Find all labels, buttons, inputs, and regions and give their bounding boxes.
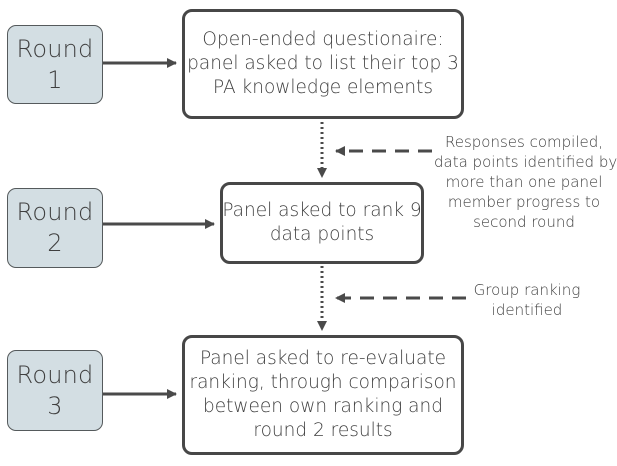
round-1-label-line-2: 1 bbox=[47, 65, 63, 94]
note-1-line-2: data points identified by bbox=[434, 153, 617, 171]
note-1-line-1: Responses compiled, bbox=[444, 133, 604, 151]
step-2-text-line-2: data points bbox=[269, 224, 375, 245]
round-1-box: Round 1 bbox=[7, 25, 103, 104]
round-2-label-line-2: 2 bbox=[47, 229, 63, 257]
step-3-text-line-1: Panel asked to re-evaluate bbox=[199, 348, 447, 369]
step-3-text-line-4: round 2 results bbox=[253, 420, 393, 441]
note-2-line-2: identified bbox=[491, 301, 563, 319]
step-3-text-line-3: between own ranking and bbox=[203, 396, 443, 417]
round-3-box: Round 3 bbox=[7, 350, 103, 431]
step-2-box: Panel asked to rank 9 data points bbox=[220, 182, 424, 264]
note-responses-compiled: Responses compiled, data points identifi… bbox=[434, 132, 617, 232]
step-1-text-line-1: Open-ended questionaire: bbox=[202, 29, 444, 50]
round-3-label-line-1: Round bbox=[16, 360, 94, 389]
step-2-text-line-1: Panel asked to rank 9 bbox=[222, 200, 422, 221]
note-1-line-3: more than one panel bbox=[445, 173, 603, 191]
note-1-line-5: second round bbox=[473, 213, 575, 231]
note-group-ranking: Group ranking identified bbox=[466, 280, 588, 320]
step-3-box: Panel asked to re-evaluate ranking, thro… bbox=[182, 335, 464, 455]
step-1-text-line-3: PA knowledge elements bbox=[213, 77, 433, 98]
step-1-text-line-2: panel asked to list their top 3 bbox=[187, 53, 459, 74]
note-2-line-1: Group ranking bbox=[473, 281, 581, 299]
round-1-label-line-1: Round bbox=[16, 34, 94, 63]
note-1-line-4: member progress to bbox=[447, 193, 601, 211]
round-2-box: Round 2 bbox=[7, 188, 103, 268]
step-3-text-line-2: ranking, through comparison bbox=[189, 372, 457, 393]
step-1-box: Open-ended questionaire: panel asked to … bbox=[182, 9, 464, 119]
round-3-label-line-2: 3 bbox=[47, 391, 63, 420]
round-2-label-line-1: Round bbox=[16, 198, 94, 226]
